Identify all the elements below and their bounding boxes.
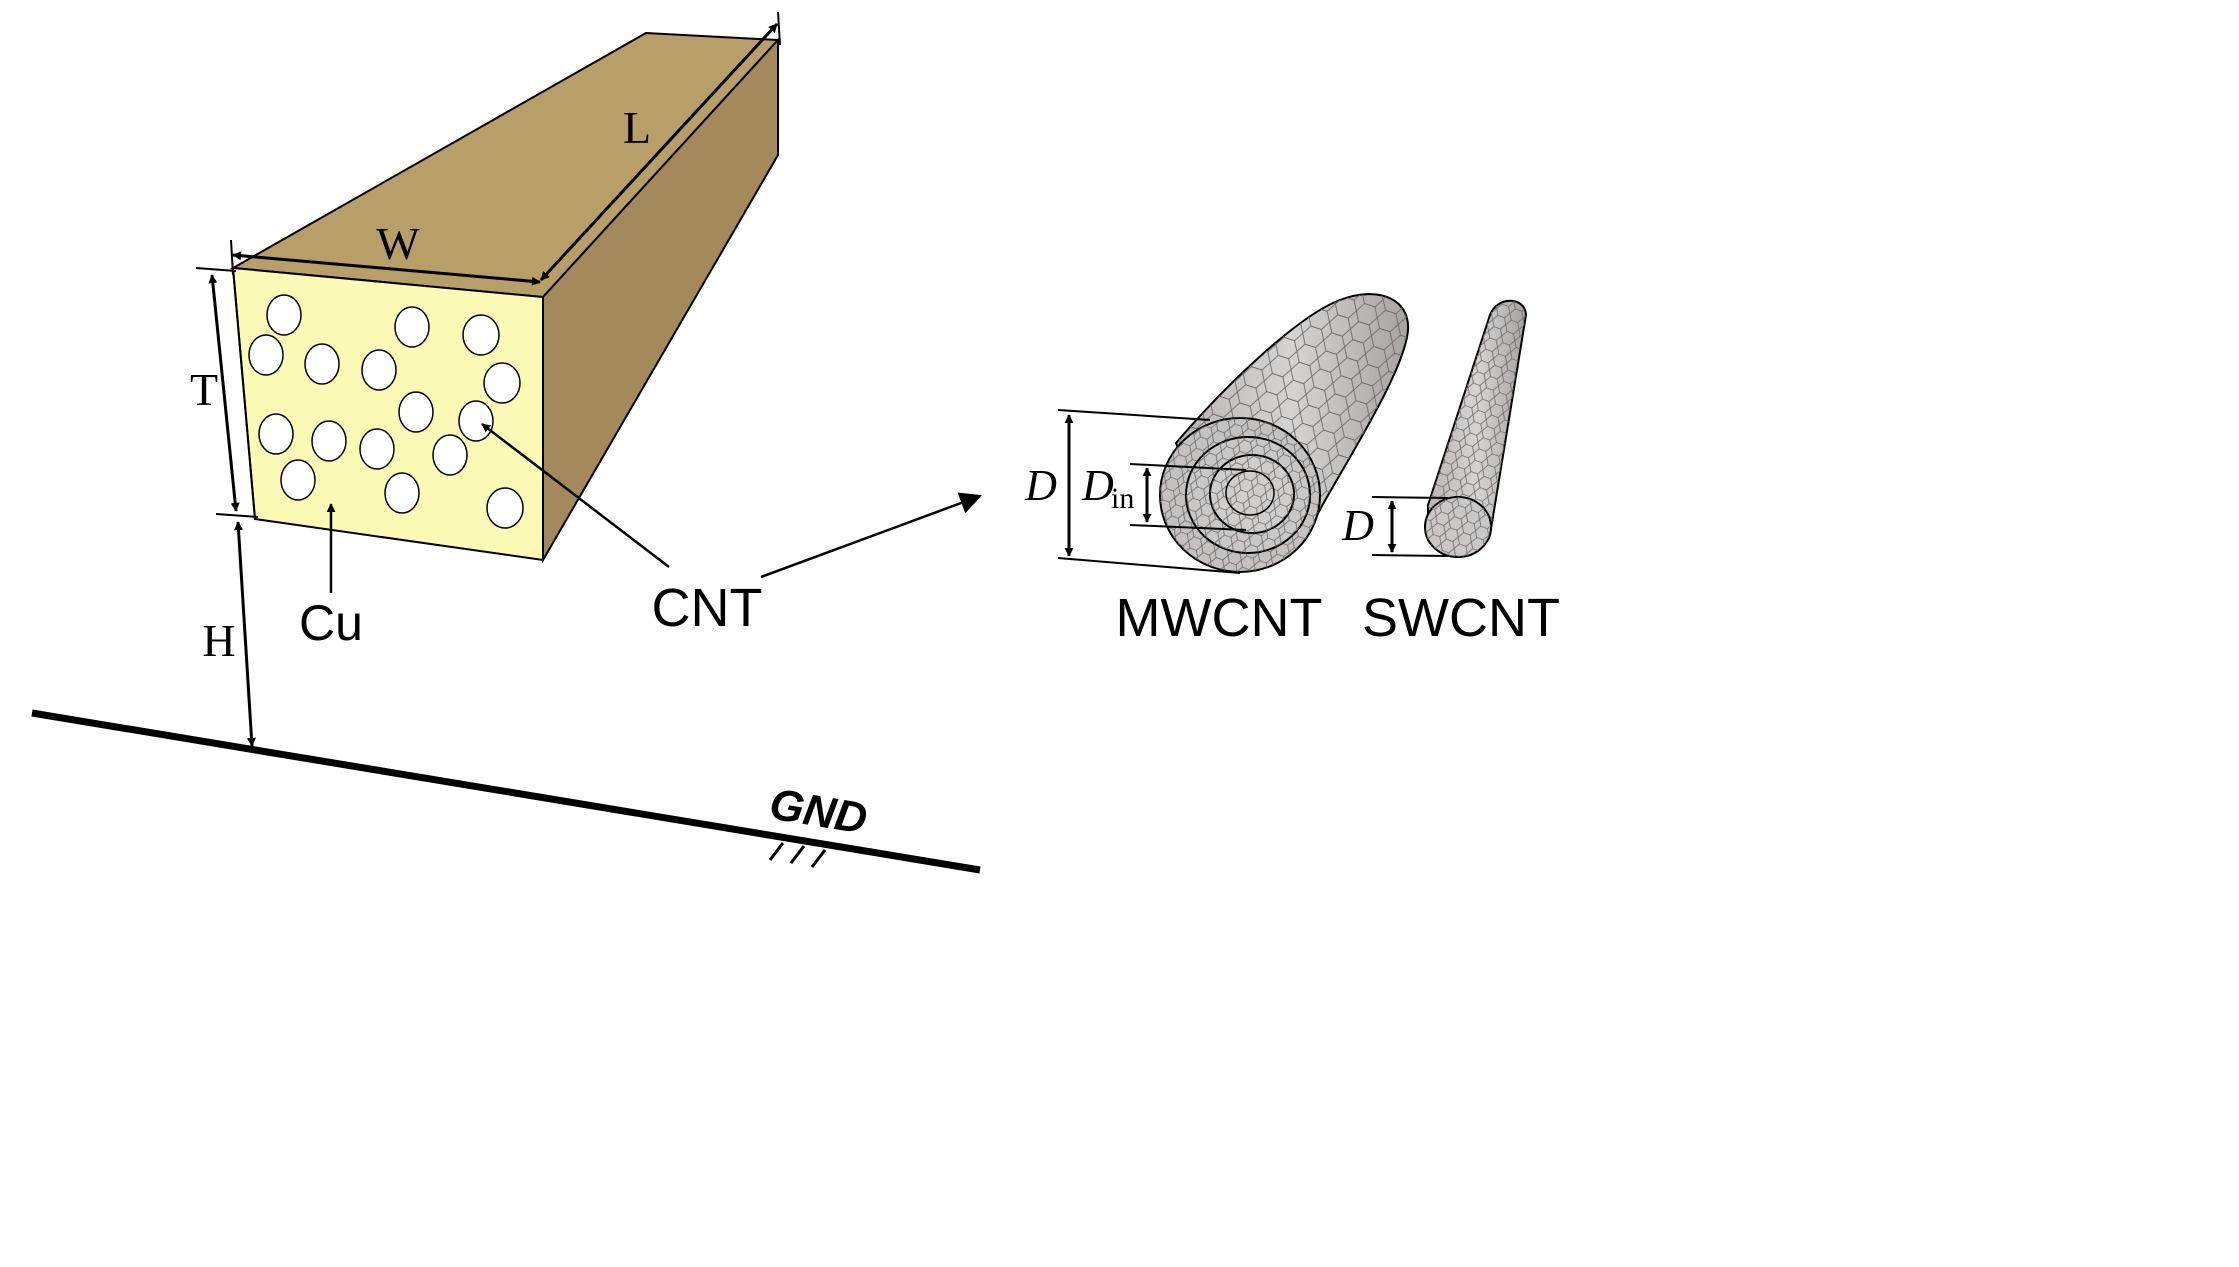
cnt-hole	[361, 349, 397, 391]
width-dimension: W	[230, 218, 541, 286]
cnt-hole	[384, 472, 420, 514]
cnt-hole	[462, 314, 500, 356]
copper-callout: Cu	[299, 503, 363, 651]
cnt-hole	[394, 306, 430, 348]
swcnt-illustration: D SWCNT	[1341, 299, 1560, 648]
swcnt-diameter-label: D	[1341, 501, 1374, 550]
cnt-hole	[258, 413, 294, 455]
cnt-hole	[311, 420, 347, 462]
cnt-hole	[458, 400, 494, 442]
length-label: L	[623, 102, 651, 153]
ground-plane: GND	[31, 709, 981, 874]
cnt-hole	[304, 343, 340, 385]
height-label: H	[202, 615, 235, 666]
width-label: W	[376, 218, 420, 269]
cnt-hole	[398, 391, 434, 433]
length-dimension: L	[539, 11, 781, 282]
mwcnt-illustration: D D in MWCNT	[1024, 293, 1410, 648]
cnt-label: CNT	[652, 578, 763, 638]
copper-label: Cu	[299, 595, 363, 651]
height-dimension: H	[202, 521, 256, 747]
thickness-label: T	[190, 364, 218, 415]
cnt-hole	[248, 334, 284, 376]
mwcnt-outer-diameter-label: D	[1024, 461, 1057, 510]
cnt-hole	[359, 428, 395, 470]
cnt-hole	[266, 294, 302, 336]
cnt-hole	[483, 362, 521, 404]
cnt-cross-sections	[248, 294, 524, 529]
cnt-hole	[432, 434, 468, 476]
mwcnt-inner-diameter-label: D	[1081, 461, 1114, 510]
cnt-hole	[486, 487, 524, 529]
mwcnt-label: MWCNT	[1116, 588, 1323, 648]
thickness-dimension: T	[190, 267, 259, 518]
swcnt-label: SWCNT	[1362, 588, 1560, 648]
cnt-callout: CNT	[481, 423, 983, 638]
mwcnt-inner-diameter-subscript: in	[1111, 482, 1134, 515]
cnt-hole	[280, 459, 316, 501]
